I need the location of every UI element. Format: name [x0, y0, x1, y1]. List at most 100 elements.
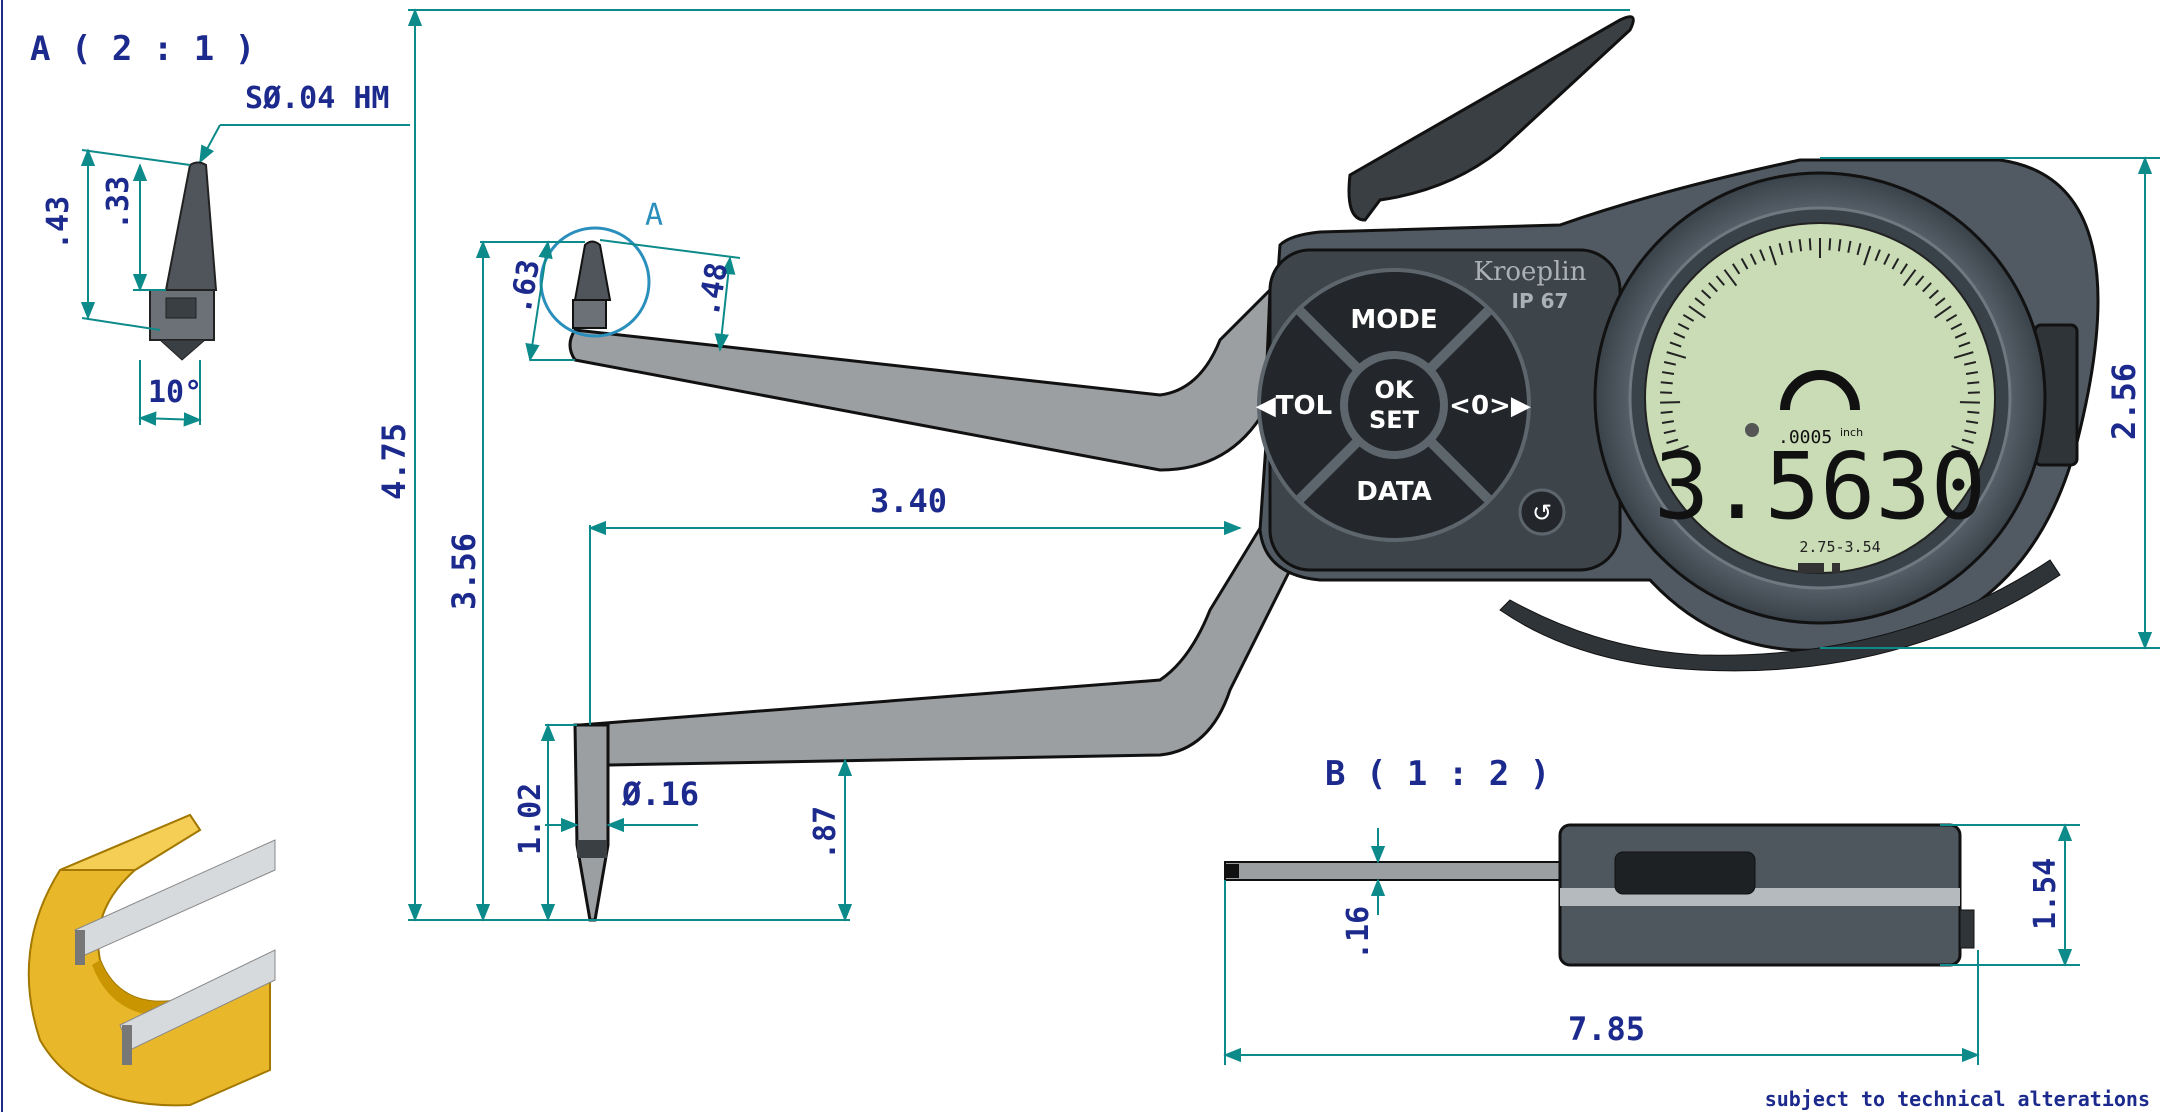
set-button[interactable]: SET — [1369, 406, 1420, 434]
tolerance-arc-icon — [1780, 370, 1860, 411]
dial-tick — [1669, 341, 1682, 348]
dim-thickness: .16 — [1341, 906, 1376, 960]
dial-tick — [1928, 289, 1939, 300]
dial-tick — [1749, 253, 1757, 266]
zero-button[interactable]: <0>▶ — [1449, 391, 1531, 421]
dial-tick — [1950, 322, 1963, 331]
dial-tick — [1708, 282, 1718, 293]
lcd-reading: 3.5630 — [1654, 433, 1986, 540]
dial-tick — [1723, 269, 1738, 287]
dial-tick — [1966, 420, 1979, 425]
dial-tick — [1915, 275, 1925, 286]
dim-length: 7.85 — [1568, 1010, 1645, 1048]
dial-tick — [1778, 242, 1784, 256]
dial-tick — [1673, 332, 1686, 339]
dial-tick — [1663, 361, 1677, 366]
dial-tick — [1732, 263, 1741, 275]
dim-dial-diameter: 2.56 — [2105, 363, 2143, 440]
dial-tick — [1891, 258, 1900, 270]
dial-tick — [1934, 305, 1952, 319]
dim-tip-48: .48 — [691, 260, 735, 319]
caliper-main-view: A MODE ◀TOL OK SET <0>▶ DATA ↺ Kroeplin … — [375, 8, 2160, 922]
dial-tick — [1902, 269, 1917, 287]
dim-tip-63: .63 — [503, 257, 547, 316]
lcd-resolution: .0005 — [1778, 427, 1832, 448]
tip-material-note: SØ.04 HM — [245, 81, 390, 116]
dial-tick — [1837, 239, 1842, 252]
dial-tick — [1661, 371, 1675, 375]
dial-tick — [1694, 297, 1706, 307]
dial-tick — [1856, 242, 1862, 256]
dial-tick — [1863, 245, 1872, 266]
dial-scale — [1660, 238, 1980, 454]
dial-tick — [1961, 438, 1974, 444]
dim-tip-diameter: Ø.16 — [621, 775, 699, 813]
detail-a-title: A ( 2 : 1 ) — [30, 29, 255, 69]
dial-tick — [1808, 238, 1812, 251]
dim-tip-length: 1.02 — [513, 783, 548, 855]
dial-tick — [1677, 322, 1690, 331]
dial-tick — [1883, 253, 1891, 266]
dial-tick — [1682, 313, 1695, 322]
dial-tick — [1660, 410, 1673, 414]
dial-tick — [1828, 238, 1832, 251]
dial-tick — [1715, 275, 1725, 286]
dial-tick — [1740, 258, 1749, 270]
reset-icon: ↺ — [1532, 499, 1552, 527]
footer-note: subject to technical alterations — [1765, 1087, 2150, 1111]
dim-43: .43 — [41, 196, 76, 250]
battery-icon — [1798, 563, 1824, 573]
ip-rating: IP 67 — [1512, 289, 1569, 313]
lcd-unit: inch — [1840, 426, 1863, 439]
dial-tick — [1945, 313, 1958, 322]
dial-tick — [1964, 429, 1977, 435]
dial-tick — [1661, 420, 1674, 425]
detail-b-view: B ( 1 : 2 ) .16 1.54 7.85 — [1223, 754, 2080, 1065]
detail-a-label: A — [645, 198, 663, 233]
dial-tick — [1874, 249, 1881, 262]
dial-tick — [1954, 332, 1967, 339]
dial-tick — [1967, 381, 1980, 385]
dial-tick — [1965, 371, 1979, 375]
tol-button[interactable]: ◀TOL — [1256, 391, 1332, 421]
dial-tick — [1963, 361, 1977, 366]
dial-tick — [1663, 429, 1676, 435]
detail-b-title: B ( 1 : 2 ) — [1325, 754, 1550, 794]
brand-logo: Kroeplin — [1474, 257, 1587, 287]
ok-button[interactable]: OK — [1375, 376, 1415, 404]
dim-jaw-depth: 3.56 — [445, 533, 483, 610]
dial-tick — [1688, 305, 1706, 319]
dim-depth-87: .87 — [808, 806, 843, 860]
dial-tick — [1959, 401, 1980, 404]
dial-tick — [1847, 240, 1852, 253]
dial-tick — [1660, 401, 1681, 404]
dial-tick — [1660, 381, 1673, 385]
dial-tick — [1666, 351, 1687, 359]
dial-tick — [1798, 239, 1803, 252]
dial-tick — [1953, 351, 1974, 359]
lcd-range: 2.75-3.54 — [1799, 538, 1880, 556]
dial-tick — [1759, 249, 1766, 262]
dial-tick — [1768, 245, 1777, 266]
dim-jaw-reach: 3.40 — [870, 482, 947, 520]
dial-tick — [1701, 289, 1712, 300]
data-button[interactable]: DATA — [1356, 477, 1432, 507]
dim-33: .33 — [101, 176, 136, 230]
ring-gauge-illustration — [27, 813, 276, 1107]
dial-tick — [1788, 240, 1793, 253]
dial-tick — [1967, 410, 1980, 414]
detail-a-view: A ( 2 : 1 ) SØ.04 HM .43 .33 10° — [30, 29, 410, 427]
tip-angle: 10° — [148, 375, 202, 410]
lock-icon — [1832, 563, 1840, 573]
mode-button[interactable]: MODE — [1350, 305, 1437, 335]
dial-tick — [1934, 297, 1946, 307]
dim-height: 1.54 — [2028, 858, 2063, 930]
dial-tick — [1958, 341, 1971, 348]
dial-tick — [1669, 444, 1689, 454]
dim-overall-height: 4.75 — [375, 423, 413, 500]
reset-button[interactable] — [1518, 488, 1566, 536]
dial-tick — [1951, 444, 1971, 454]
dial-tick — [1899, 263, 1908, 275]
dial-tick — [1922, 282, 1932, 293]
